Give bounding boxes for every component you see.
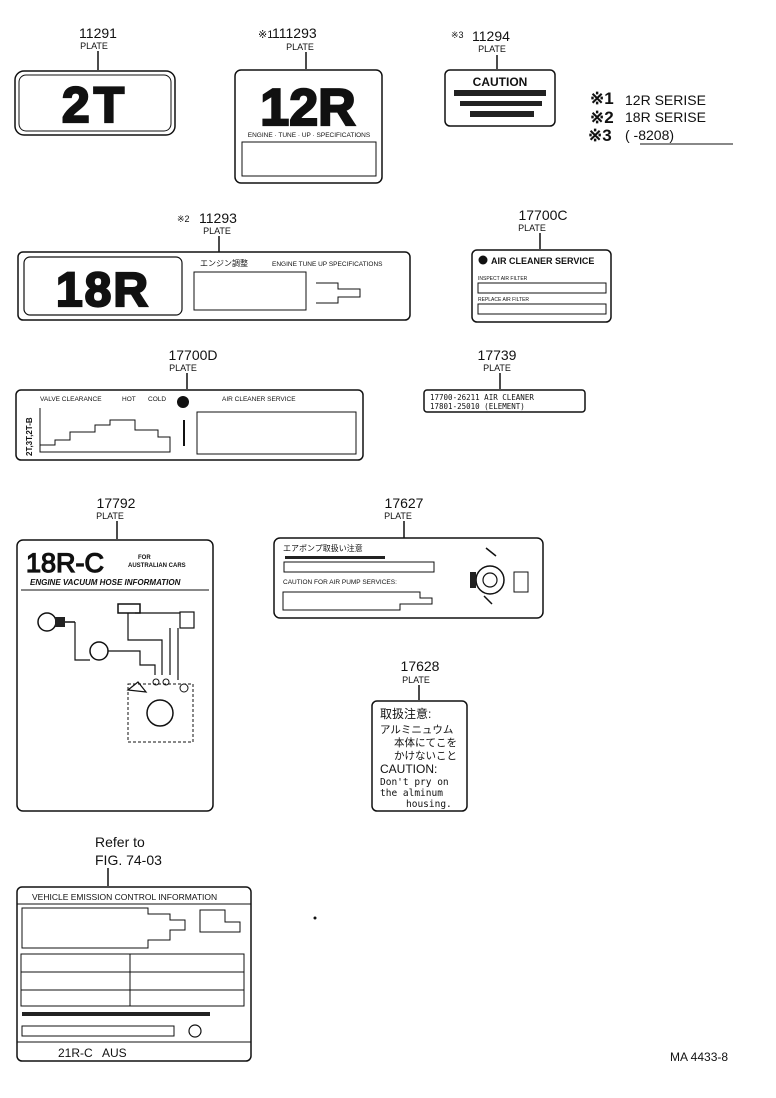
plate-17628 xyxy=(371,700,468,812)
part-17700c: 17700C PLATE AIR CLEANER SERVICE INSPECT… xyxy=(471,207,612,323)
part-label: PLATE xyxy=(96,511,124,521)
plate-caption: ENGINE · TUNE · UP · SPECIFICATIONS xyxy=(248,132,371,139)
part-number: 11294 xyxy=(472,28,510,44)
part-label: PLATE xyxy=(402,675,430,685)
ref-line-1: Refer to xyxy=(95,834,145,850)
plate-footer: 21R-C AUS xyxy=(58,1046,127,1060)
part-11291: 11291 PLATE 2T xyxy=(14,25,176,136)
part-number: 17628 xyxy=(401,658,440,674)
plate-18r xyxy=(17,251,411,321)
plate-text: 2T xyxy=(62,77,128,133)
part-number: 17700D xyxy=(168,347,217,363)
plate-side: 2T,3T,2T-B xyxy=(25,417,34,456)
legend: ※1 12R SERISE ※2 18R SERISE ※3 ( -8208) xyxy=(588,89,733,145)
plate-17739 xyxy=(423,389,586,413)
plate-hot: HOT xyxy=(122,396,136,403)
plate-air: AIR CLEANER SERVICE xyxy=(222,396,296,403)
legend-mark-2: ※2 xyxy=(590,108,614,127)
toyota-logo-icon xyxy=(478,255,488,265)
part-number: 17700C xyxy=(518,207,567,223)
part-label: PLATE xyxy=(80,41,108,51)
part-label: PLATE xyxy=(286,42,314,52)
plate-note2: AUSTRALIAN CARS xyxy=(128,563,186,569)
mark: ※3 xyxy=(451,30,464,40)
plate-title: 18R-C xyxy=(26,548,104,578)
caution-line-6: Don't pry on xyxy=(380,777,449,788)
plate-text: CAUTION xyxy=(473,75,528,89)
caution-line-7: the alminum xyxy=(380,788,443,799)
part-17628: 17628 PLATE 取扱注意: アルミニュウム 本体にてこを かけないこと … xyxy=(371,658,468,812)
plate-note1: FOR xyxy=(138,555,151,561)
legend-text-3: ( -8208) xyxy=(625,127,674,143)
vacuum-hose-schematic xyxy=(37,603,195,743)
plate-text: 12R xyxy=(260,79,355,137)
part-number: 17627 xyxy=(385,495,424,511)
plate-caption: ENGINE TUNE UP SPECIFICATIONS xyxy=(272,261,383,268)
plate-line1: 17700-26211 AIR CLEANER xyxy=(430,393,534,402)
part-17739: 17739 PLATE 17700-26211 AIR CLEANER 1780… xyxy=(423,347,586,413)
part-number: 17739 xyxy=(478,347,517,363)
legend-mark-3: ※3 xyxy=(588,126,612,145)
part-label: PLATE xyxy=(384,511,412,521)
part-label: PLATE xyxy=(478,44,506,54)
part-17792: 17792 PLATE 18R-C FOR AUSTRALIAN CARS EN… xyxy=(16,495,214,812)
part-17627: 17627 PLATE エアポンプ取扱い注意 CAUTION FOR AIR P… xyxy=(273,495,544,619)
caution-line-5: CAUTION: xyxy=(380,762,437,776)
legend-mark-1: ※1 xyxy=(590,89,614,108)
plate-12r xyxy=(234,69,383,184)
part-number: 111293 xyxy=(272,25,317,41)
plate-17700d xyxy=(15,389,364,461)
mark: ※1 xyxy=(258,29,273,41)
plate-17792 xyxy=(16,539,214,812)
part-label: PLATE xyxy=(169,363,197,373)
plate-emission xyxy=(16,886,252,1062)
part-11294: ※3 11294 PLATE CAUTION xyxy=(444,28,556,127)
caution-line-8: housing. xyxy=(406,799,452,810)
part-11293: ※2 11293 PLATE 18R エンジン調整 ENGINE TUNE UP… xyxy=(17,210,411,321)
part-label: PLATE xyxy=(518,223,546,233)
toyota-logo-icon xyxy=(177,396,189,408)
legend-text-1: 12R SERISE xyxy=(625,92,706,108)
caution-line-2: アルミニュウム xyxy=(380,724,453,736)
plate-cold: COLD xyxy=(148,396,166,403)
ref-line-2: FIG. 74-03 xyxy=(95,852,162,868)
plate-subtitle: ENGINE VACUUM HOSE INFORMATION xyxy=(30,578,181,587)
plate-caption: CAUTION FOR AIR PUMP SERVICES: xyxy=(283,579,397,586)
emission-label: Refer to FIG. 74-03 VEHICLE EMISSION CON… xyxy=(16,834,252,1062)
plate-title: AIR CLEANER SERVICE xyxy=(491,256,594,266)
plate-2t xyxy=(14,70,176,136)
plate-text: 18R xyxy=(56,264,150,317)
mark: ※2 xyxy=(177,214,190,224)
plate-valve: VALVE CLEARANCE xyxy=(40,396,102,403)
caution-line-4: かけないこと xyxy=(394,750,457,762)
plate-jp: エアポンプ取扱い注意 xyxy=(283,543,363,553)
part-111293: ※1 111293 PLATE 12R ENGINE · TUNE · UP ·… xyxy=(234,25,383,184)
part-number: 17792 xyxy=(97,495,136,511)
part-number: 11291 xyxy=(79,25,117,41)
part-number: 11293 xyxy=(199,210,237,226)
part-17700d: 17700D PLATE 2T,3T,2T-B VALVE CLEARANCE … xyxy=(15,347,364,461)
plate-line2: 17801-25010 (ELEMENT) xyxy=(430,402,525,411)
plate-line2: REPLACE AIR FILTER xyxy=(478,297,529,303)
legend-text-2: 18R SERISE xyxy=(625,109,706,125)
caution-line-1: 取扱注意: xyxy=(380,706,431,721)
plate-jp: エンジン調整 xyxy=(200,258,248,268)
plate-line1: INSPECT AIR FILTER xyxy=(478,276,528,282)
part-label: PLATE xyxy=(203,226,231,236)
plate-title: VEHICLE EMISSION CONTROL INFORMATION xyxy=(32,892,217,902)
drawing-code: MA 4433-8 xyxy=(670,1050,728,1064)
part-label: PLATE xyxy=(483,363,511,373)
caution-line-3: 本体にてこを xyxy=(394,736,457,749)
